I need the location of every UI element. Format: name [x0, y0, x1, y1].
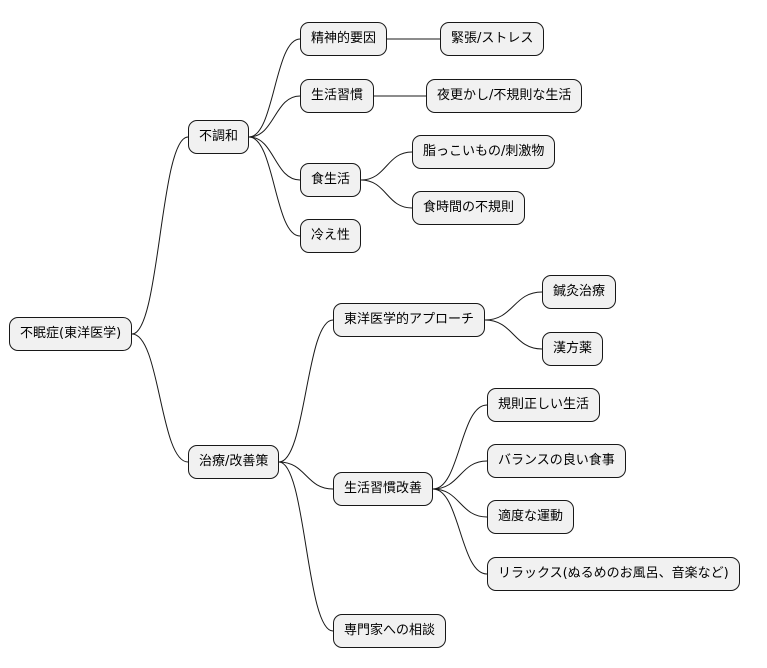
connector-n-b0-to-n-b0-1: [484, 319, 543, 350]
node-lifestyle: 生活習慣: [300, 79, 375, 113]
connector-n-a-to-n-a0: [248, 38, 301, 138]
connector-n-a2-to-n-a2-0: [360, 151, 413, 181]
node-fatty-stimulants: 脂っこいもの/刺激物: [412, 135, 556, 169]
node-relaxation: リラックス(ぬるめのお風呂、音楽など): [487, 557, 740, 591]
node-herbal-medicine: 漢方薬: [542, 332, 604, 366]
node-moderate-exercise: 適度な運動: [487, 500, 575, 534]
connector-n-b-to-n-b1: [278, 461, 334, 490]
node-consult-specialist: 専門家への相談: [333, 614, 447, 648]
node-mental-factors: 精神的要因: [300, 22, 388, 56]
node-root: 不眠症(東洋医学): [9, 317, 133, 351]
connector-n-b1-to-n-b1-1: [432, 460, 488, 490]
node-diet: 食生活: [300, 163, 362, 197]
node-regular-life: 規則正しい生活: [487, 388, 601, 422]
connector-n-b-to-n-b2: [278, 461, 334, 632]
connector-n-a-to-n-a1: [248, 95, 301, 138]
node-irregular-mealtimes: 食時間の不規則: [412, 191, 526, 225]
node-eastern-approach: 東洋医学的アプローチ: [333, 303, 486, 337]
connector-n-b-to-n-b0: [278, 319, 334, 463]
node-lifestyle-improvement: 生活習慣改善: [333, 472, 434, 506]
connector-n-root-to-n-b: [131, 333, 189, 463]
node-disharmony: 不調和: [188, 120, 250, 154]
connector-n-b1-to-n-b1-2: [432, 488, 488, 518]
connector-n-a-to-n-a3: [248, 136, 301, 237]
node-cold-sensitivity: 冷え性: [300, 219, 362, 253]
connector-n-root-to-n-a: [131, 136, 189, 335]
node-acupuncture: 鍼灸治療: [542, 275, 617, 309]
node-treatment: 治療/改善策: [188, 445, 280, 479]
node-tension-stress: 緊張/ストレス: [440, 22, 545, 56]
node-late-nights: 夜更かし/不規則な生活: [426, 79, 583, 113]
node-balanced-diet: バランスの良い食事: [487, 444, 626, 478]
connector-n-a2-to-n-a2-1: [360, 179, 413, 209]
connector-n-b1-to-n-b1-0: [432, 404, 488, 490]
connector-n-b0-to-n-b0-0: [484, 291, 543, 321]
connector-n-b1-to-n-b1-3: [432, 488, 488, 575]
connector-n-a-to-n-a2: [248, 136, 301, 181]
